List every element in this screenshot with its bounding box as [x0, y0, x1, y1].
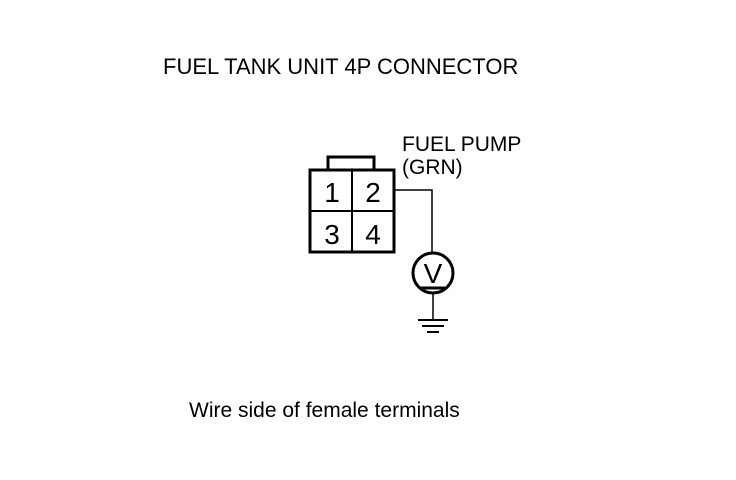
- terminal-2: 2: [365, 177, 381, 208]
- voltmeter-icon: V: [411, 251, 455, 295]
- ground-icon: [418, 319, 448, 333]
- voltmeter-symbol: V: [424, 258, 443, 289]
- probe-wire: [394, 189, 433, 253]
- diagram-title: FUEL TANK UNIT 4P CONNECTOR: [163, 54, 519, 79]
- terminal-4: 4: [365, 219, 381, 250]
- terminal-3: 3: [324, 219, 340, 250]
- terminal-1: 1: [324, 177, 340, 208]
- fuel-pump-label-line1: FUEL PUMP: [402, 133, 522, 156]
- connector-latch: [326, 155, 376, 170]
- fuel-pump-label: FUEL PUMP (GRN): [402, 133, 521, 179]
- fuel-pump-label-line2: (GRN): [402, 156, 463, 179]
- diagram-caption: Wire side of female terminals: [189, 399, 460, 422]
